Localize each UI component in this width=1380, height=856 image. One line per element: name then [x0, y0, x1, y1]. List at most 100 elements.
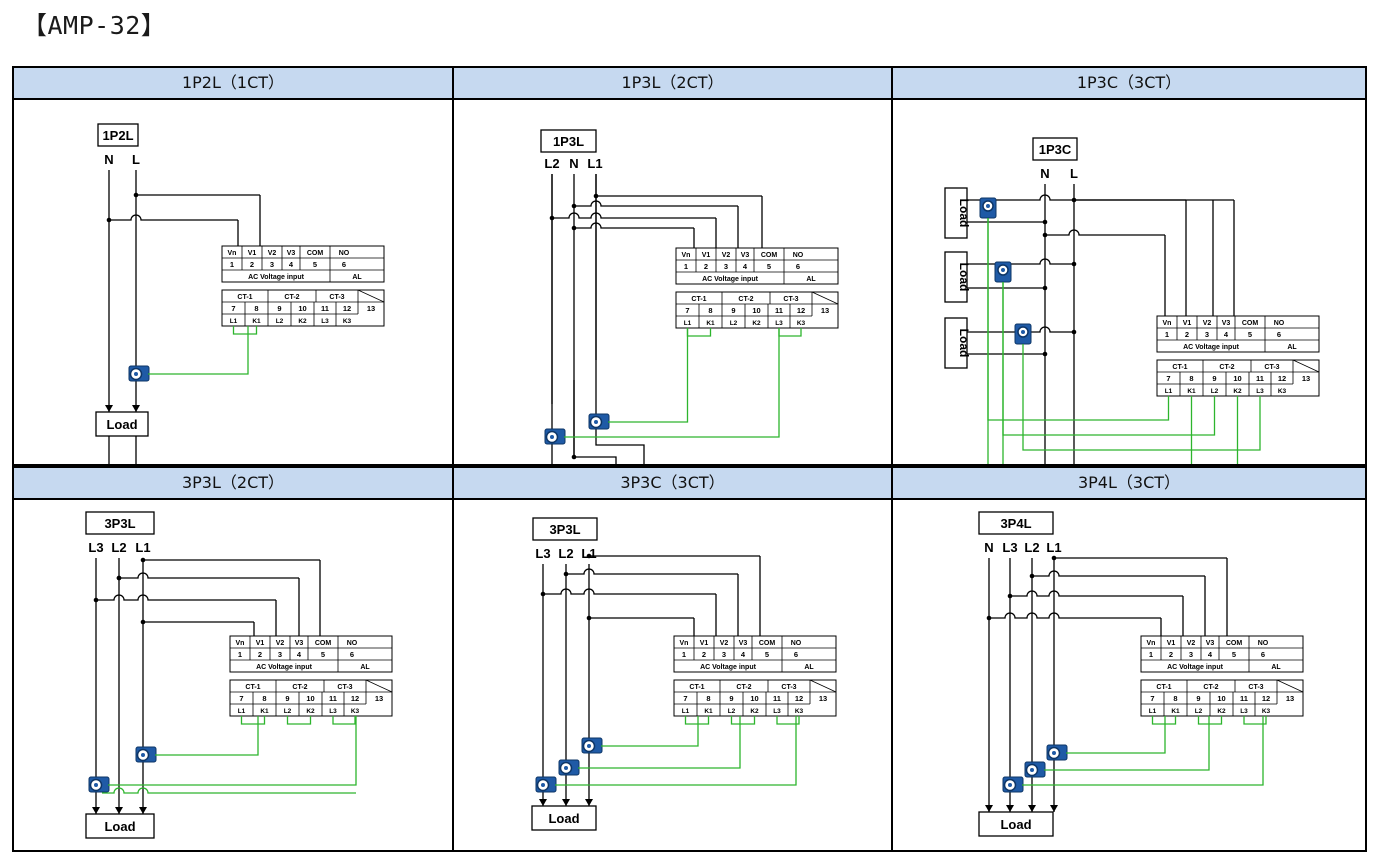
terminal-label: L3 — [775, 320, 783, 327]
load-box — [944, 187, 968, 239]
terminal-label: L2 — [1211, 388, 1219, 395]
wire — [552, 212, 716, 219]
terminal-label: V1 — [1167, 640, 1176, 647]
terminal-label: CT-3 — [781, 684, 796, 691]
wire — [109, 214, 238, 221]
terminal-label: 7 — [685, 306, 689, 315]
terminal-label: AC Voltage input — [700, 664, 757, 671]
terminal-label: 6 — [1261, 650, 1265, 659]
terminal-label: 6 — [1277, 330, 1281, 339]
terminal-rule — [811, 291, 839, 305]
terminal-label: AL — [360, 664, 370, 671]
ct-wire — [155, 716, 259, 756]
terminal-label: 12 — [343, 304, 351, 313]
source-label-box — [978, 511, 1054, 535]
junction-dot — [1042, 219, 1048, 225]
terminal-frame — [1156, 359, 1320, 397]
current-transformer-icon — [587, 744, 591, 748]
junction-dot — [571, 203, 577, 209]
terminal-label: 10 — [1217, 694, 1225, 703]
terminal-label: COM — [1226, 640, 1243, 647]
page-title: 【AMP-32】 — [22, 11, 167, 40]
ct-wire — [730, 716, 756, 725]
terminal-label: 1 — [1165, 330, 1169, 339]
terminal-label: 6 — [350, 650, 354, 659]
junction-dot — [1042, 232, 1048, 238]
terminal-label: 8 — [262, 694, 266, 703]
terminal-rule — [357, 289, 385, 303]
ct-wire — [776, 716, 800, 725]
terminal-label: CT-2 — [736, 684, 751, 691]
terminal-label: 2 — [258, 650, 262, 659]
terminal-label: V3 — [295, 640, 304, 647]
terminal-label: 4 — [1224, 330, 1229, 339]
terminal-label: 11 — [1256, 374, 1264, 383]
terminal-label: Vn — [1163, 320, 1172, 327]
junction-dot — [986, 615, 992, 621]
arrow-down-icon — [1006, 805, 1014, 812]
terminal-label: AC Voltage input — [256, 664, 313, 671]
terminal-frame — [673, 679, 837, 717]
terminal-label: 7 — [239, 694, 243, 703]
terminal-label: L2 — [276, 318, 284, 325]
junction-dot — [1029, 573, 1035, 579]
terminal-label: 4 — [297, 650, 302, 659]
terminal-label: 11 — [775, 306, 783, 315]
terminal-label: CT-3 — [1264, 364, 1279, 371]
source-label: 1P2L — [102, 128, 133, 143]
terminal-label: 10 — [752, 306, 760, 315]
ct-wire — [601, 716, 699, 747]
line-label: L2 — [111, 540, 126, 555]
terminal-label: 4 — [1208, 650, 1213, 659]
terminal-label: 3 — [724, 262, 728, 271]
terminal-label: V1 — [248, 250, 257, 257]
terminal-label: CT-3 — [337, 684, 352, 691]
ct-wire — [108, 716, 357, 786]
terminal-label: 3 — [1205, 330, 1209, 339]
terminal-label: CT-1 — [1156, 684, 1171, 691]
line-label: N — [569, 156, 578, 171]
line-label: L — [132, 152, 140, 167]
terminal-label: V2 — [720, 640, 729, 647]
source-label-box — [97, 123, 139, 147]
source-label-box — [532, 517, 598, 541]
wire — [1032, 570, 1205, 577]
terminal-label: K3 — [797, 320, 806, 327]
source-label-box — [540, 129, 597, 153]
junction-dot — [586, 553, 592, 559]
current-transformer-icon — [541, 783, 545, 787]
terminal-label: 6 — [796, 262, 800, 271]
load-label: Load — [957, 199, 971, 228]
arrow-down-icon — [92, 807, 100, 814]
terminal-frame — [675, 291, 839, 329]
ct-wire — [1002, 282, 1239, 464]
terminal-label: 4 — [741, 650, 746, 659]
terminal-label: 12 — [795, 694, 803, 703]
header-1p2l: 1P2L（1CT） — [14, 68, 452, 100]
terminal-label: K1 — [1171, 708, 1180, 715]
terminal-rule — [1292, 359, 1320, 373]
wire — [1010, 590, 1183, 597]
arrow-down-icon — [1028, 805, 1036, 812]
terminal-label: COM — [1242, 320, 1259, 327]
terminal-label: 13 — [375, 694, 383, 703]
terminal-frame — [673, 635, 837, 673]
terminal-label: 1 — [682, 650, 686, 659]
terminal-label: Vn — [228, 250, 237, 257]
source-label: 3P3L — [549, 522, 580, 537]
terminal-label: L3 — [321, 318, 329, 325]
terminal-label: V2 — [1187, 640, 1196, 647]
ct-wire — [1151, 716, 1177, 725]
current-transformer-icon — [134, 372, 138, 376]
terminal-label: 11 — [329, 694, 337, 703]
terminal-label: V3 — [1206, 640, 1215, 647]
line-label: N — [104, 152, 113, 167]
terminal-label: L2 — [284, 708, 292, 715]
terminal-label: 8 — [1189, 374, 1193, 383]
arrow-down-icon — [105, 405, 113, 412]
